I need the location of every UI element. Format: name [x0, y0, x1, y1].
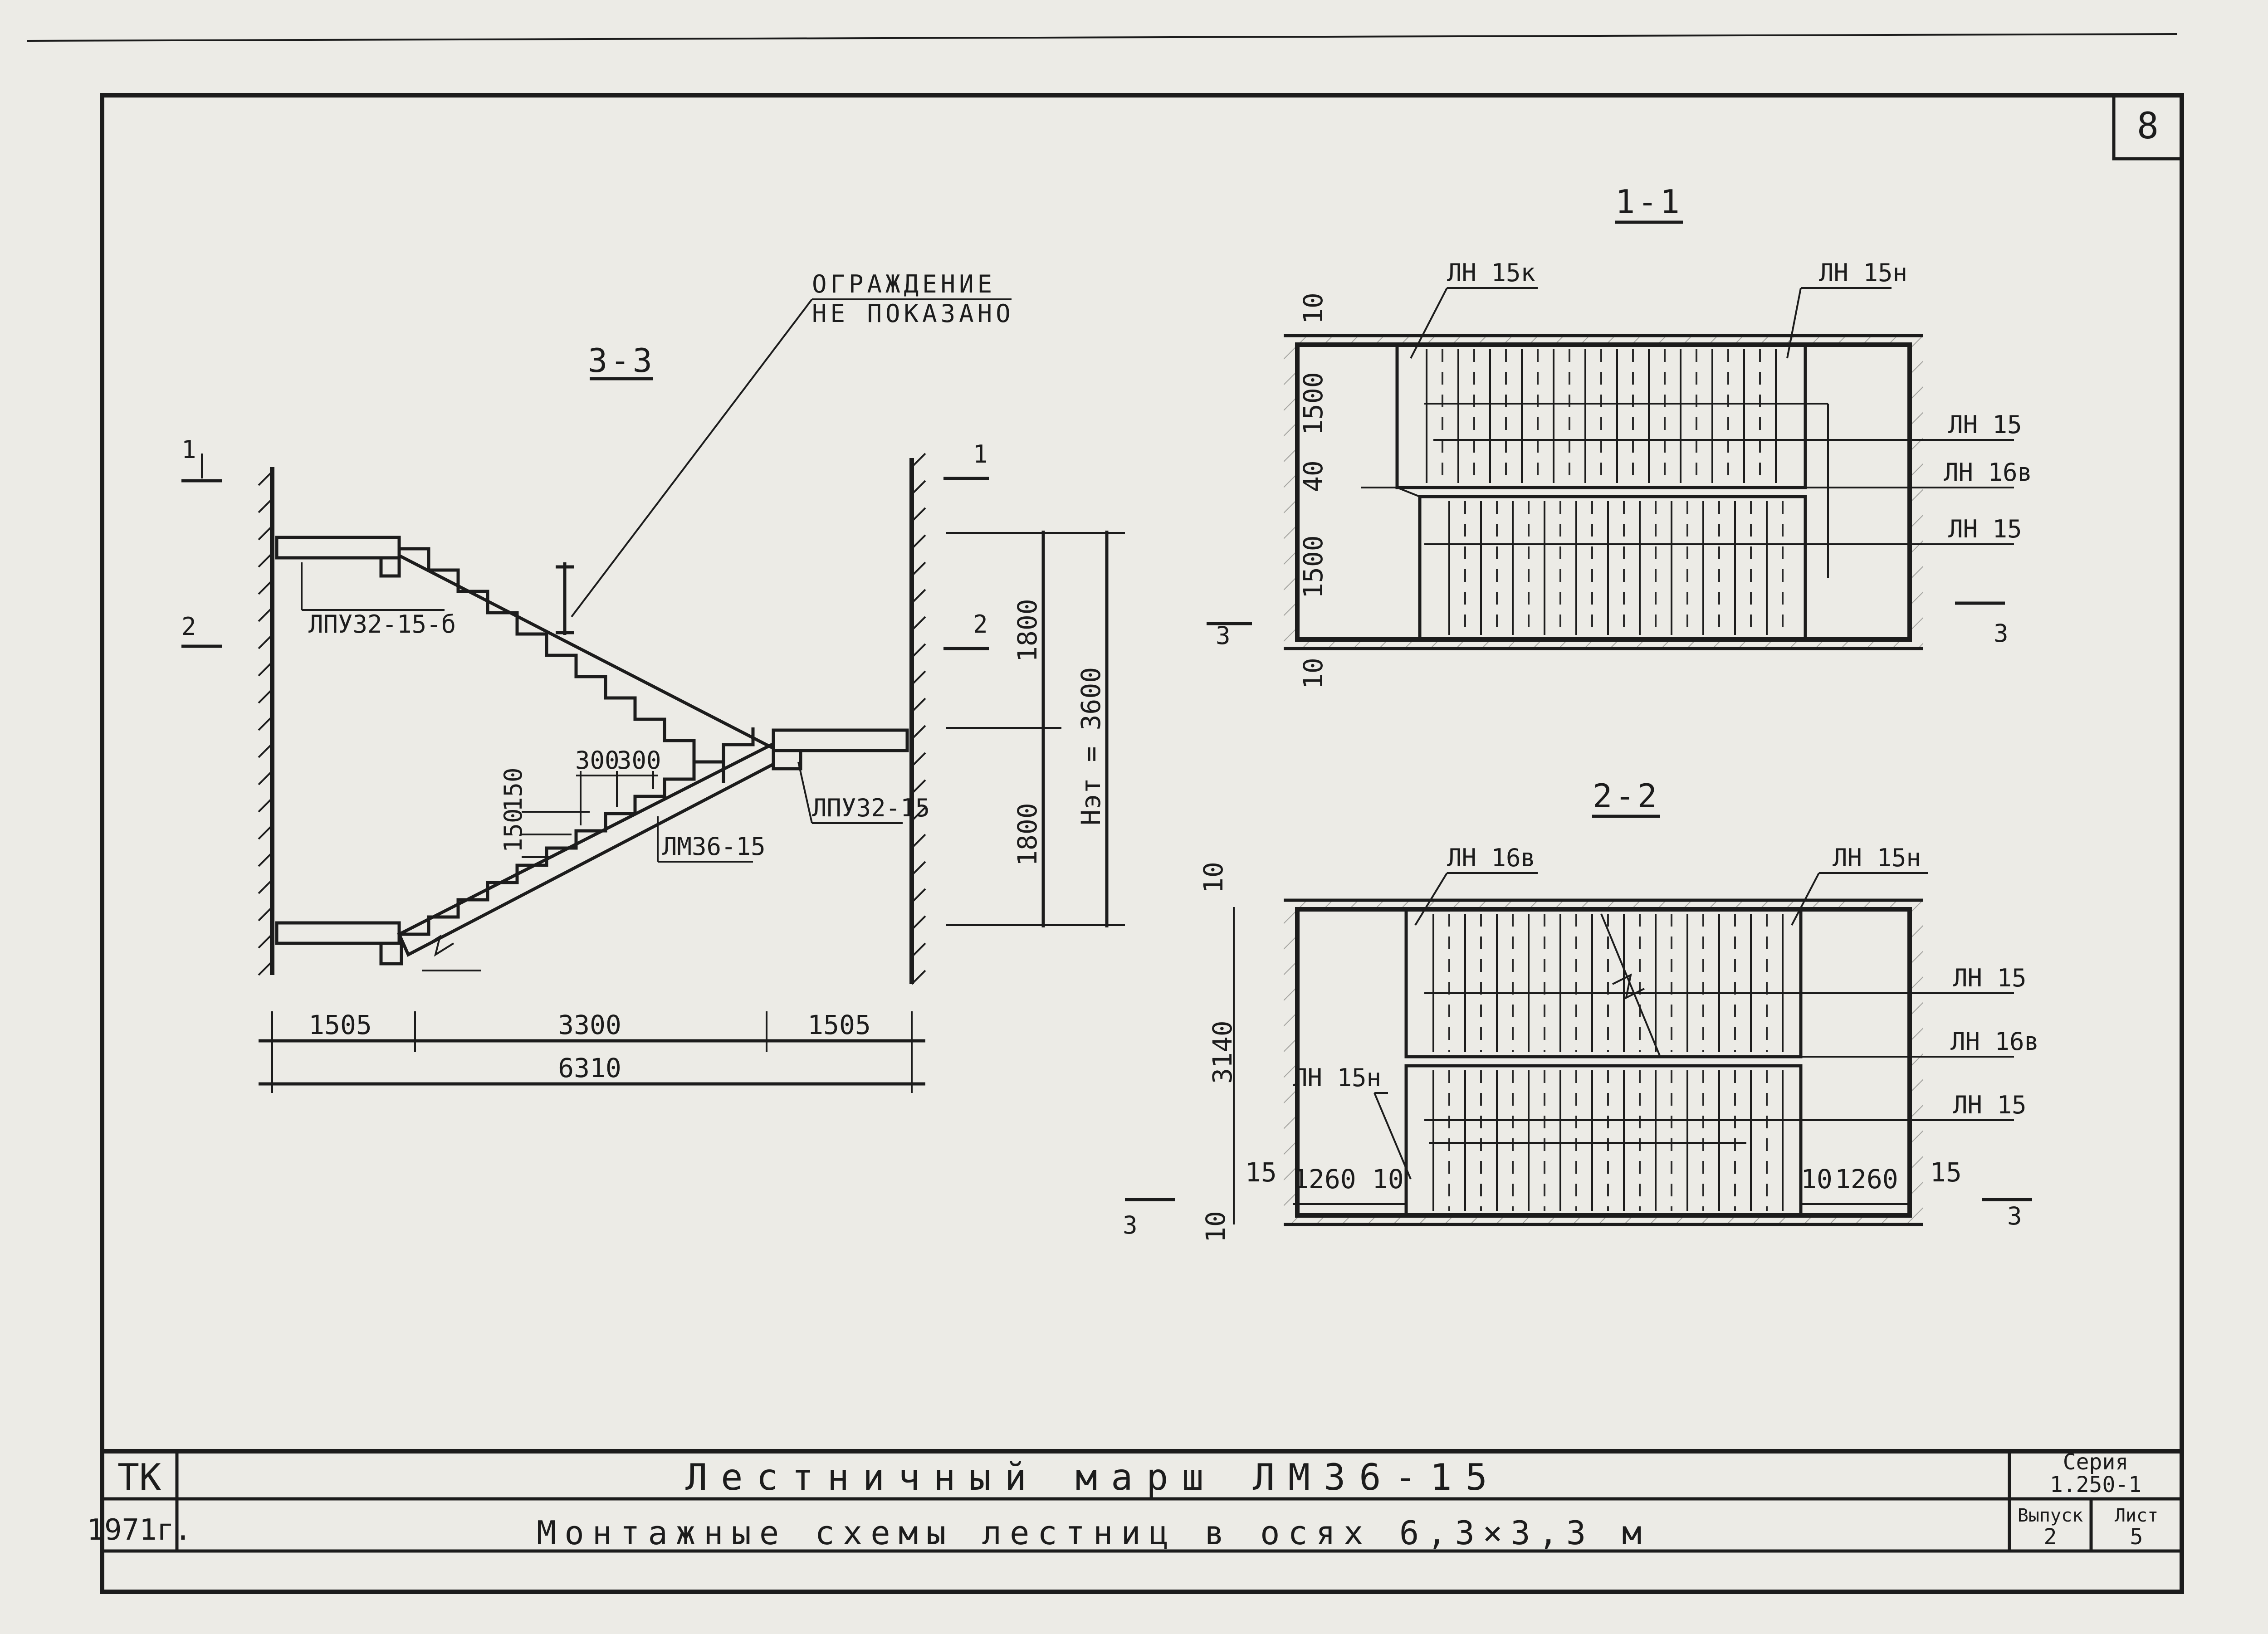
plan-1-1-dim-4: 1500 — [1298, 535, 1329, 599]
section-3-3: 3-3 ОГРАЖДЕНИЕ НЕ ПОКАЗАНО 1 2 1 2 — [181, 270, 1125, 1093]
plan-2-2-cut-right: 3 — [2007, 1202, 2022, 1230]
landing-mid — [772, 728, 909, 752]
cut-mark-1-left: 1 — [181, 435, 196, 464]
plan-2-2-dim-right-1: 10 — [1801, 1164, 1833, 1195]
riser-dim-1: 150 — [499, 767, 528, 812]
cut-mark-2-left: 2 — [181, 612, 196, 641]
plan-1-1-cut-right: 3 — [1994, 619, 2009, 648]
plan-2-2-top-right-label: ЛН 15н — [1833, 844, 1921, 872]
plan-2-2-dim-left-1: 1260 — [1293, 1164, 1356, 1195]
plan-1-1-right-label-3: ЛН 15 — [1948, 515, 2022, 543]
plan-2-2-dim-v4: 10 — [1200, 1211, 1231, 1243]
landing-top — [275, 536, 401, 560]
plan-1-1-right-label-1: ЛН 15 — [1948, 410, 2022, 439]
plan-2-2-cut-left: 3 — [1123, 1211, 1138, 1239]
floor-height: Нэт = 3600 — [1075, 667, 1106, 825]
lower-flight-steps — [399, 727, 755, 936]
sheet-value: 5 — [2130, 1524, 2143, 1550]
plan-1-1-right-label-2: ЛН 16в — [1944, 458, 2032, 487]
riser-dim-2: 150 — [499, 808, 528, 853]
sheet-label: Лист — [2115, 1505, 2158, 1526]
issue-value: 2 — [2044, 1524, 2057, 1550]
lower-flight — [397, 741, 775, 957]
dim-total: 6310 — [558, 1053, 621, 1083]
plan-2-2-dim-v1: 10 — [1198, 862, 1229, 893]
drawing-title-main: Лестничный марш ЛМ36-15 — [685, 1456, 1501, 1498]
tread-dim-1: 300 — [575, 746, 620, 775]
dim-height-1: 1800 — [1012, 599, 1043, 662]
plan-2-2-dim-v2: 3140 — [1207, 1020, 1238, 1084]
dim-bottom-2: 3300 — [558, 1010, 621, 1040]
plan-2-2-top-left-label: ЛН 16в — [1447, 844, 1535, 872]
plan-2-2-dim-v3: 15 — [1245, 1157, 1277, 1188]
issue-label: Выпуск — [2018, 1505, 2083, 1526]
dim-height-2: 1800 — [1012, 803, 1043, 866]
title-block: ТК 1971г. Лестничный марш ЛМ36-15 Монтаж… — [87, 1449, 2182, 1553]
plan-2-2-title: 2-2 — [1593, 777, 1660, 815]
plan-1-1: 1-1 ЛН 15к ЛН 15н ЛН 15 ЛН 16в ЛН 15 — [1207, 183, 2032, 689]
section-3-3-title: 3-3 — [588, 341, 655, 380]
year: 1971г. — [87, 1513, 191, 1547]
flight-label: ЛМ36-15 — [662, 832, 766, 861]
sheet-frame: 8 — [27, 33, 2184, 1594]
plan-2-2-dim-left-2: 10 — [1372, 1164, 1404, 1195]
plan-1-1-dim-1: 10 — [1298, 293, 1329, 324]
railing-note-line2: НЕ ПОКАЗАНО — [812, 299, 1014, 328]
plan-1-1-top-right-label: ЛН 15н — [1819, 259, 1907, 287]
drawing-title-sub: Монтажные схемы лестниц в осях 6,3×3,3 м — [537, 1514, 1650, 1552]
cut-mark-2-right: 2 — [973, 610, 988, 639]
tread-dim-2: 300 — [617, 746, 661, 775]
series-label: Серия — [2063, 1449, 2129, 1475]
plan-2-2-dim-right-2: 1260 — [1835, 1164, 1898, 1195]
plan-1-1-dim-5: 10 — [1298, 658, 1329, 689]
plan-1-1-cut-left: 3 — [1216, 621, 1231, 650]
plan-2-2-dim-right-3: 15 — [1930, 1157, 1962, 1188]
org-code: ТК — [117, 1456, 161, 1498]
plan-2-2-left-label: ЛН 15н — [1293, 1063, 1381, 1092]
landing-mid-label: ЛПУ32-15 — [812, 794, 930, 822]
plan-2-2-right-label-2: ЛН 16в — [1950, 1027, 2039, 1056]
upper-flight-steps — [399, 547, 725, 783]
cut-mark-1-right: 1 — [973, 440, 988, 468]
plan-1-1-dim-2: 1500 — [1298, 372, 1329, 435]
plan-1-1-dim-3: 40 — [1298, 460, 1329, 492]
series-value: 1.250-1 — [2050, 1472, 2141, 1497]
plan-2-2-right-label-1: ЛН 15 — [1953, 964, 2027, 992]
plan-2-2-right-label-3: ЛН 15 — [1953, 1091, 2027, 1119]
landing-bottom — [275, 921, 401, 945]
plan-1-1-title: 1-1 — [1615, 183, 1682, 221]
landing-top-label: ЛПУ32-15-б — [308, 610, 456, 639]
dim-bottom-1: 1505 — [308, 1010, 372, 1040]
sheet-number: 8 — [2137, 105, 2159, 147]
plan-1-1-top-left-label: ЛН 15к — [1447, 259, 1535, 287]
railing-note-line1: ОГРАЖДЕНИЕ — [812, 270, 996, 298]
dim-bottom-3: 1505 — [807, 1010, 871, 1040]
plan-2-2: 2-2 ЛН 16в ЛН 15н ЛН 15н ЛН 15 ЛН 16в — [1123, 777, 2039, 1243]
